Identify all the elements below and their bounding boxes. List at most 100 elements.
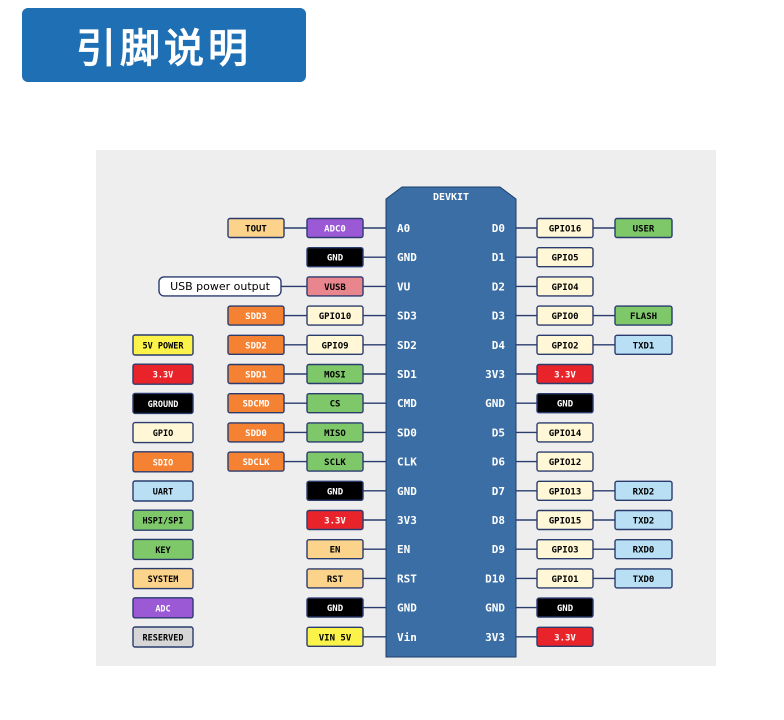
legend-item: GPIO [132,421,194,444]
left-pin-box-label: GND [327,254,344,264]
legend-item: 3.3V [132,363,194,385]
left-pin-label: SD1 [397,368,417,381]
left-alt-box-rect [227,451,285,472]
legend-item-rect [132,597,194,619]
left-alt-box-rect [227,393,285,414]
right-pin-box: GPIO2 [536,334,594,355]
legend-item: RESERVED [132,626,194,648]
right-pin-box-label: GPIO5 [551,254,578,264]
left-pin-box: GPIO9 [306,334,364,355]
left-alt-box-label: SDD1 [245,371,267,381]
left-pin-box: GND [306,246,364,268]
legend-item-label: SDIO [153,458,173,468]
right-alt-box-label: RXD2 [633,487,655,497]
page-title: 引脚说明 [22,8,306,82]
legend-item-label: 5V POWER [143,342,185,352]
right-alt-box-rect [614,305,673,326]
legend-item-label: SYSTEM [148,575,179,585]
left-pin-box: EN [306,539,364,560]
right-pin-box-rect [536,597,594,618]
legend-item-rect [132,509,194,531]
right-pin-label: GND [485,602,505,615]
legend-item: ADC [132,597,194,619]
left-pin-box-label: VUSB [324,283,346,293]
left-alt-box-label: SDD2 [245,341,267,351]
left-pin-box-rect [306,509,364,531]
legend-item-rect [132,392,194,415]
legend-item-rect [132,363,194,385]
legend-item-rect [132,451,194,473]
left-alt-box: SDCLK [227,451,285,472]
left-pin-box-label: GND [327,604,344,614]
left-pin-box: RST [306,568,364,589]
left-pin-box: CS [306,393,364,414]
left-pin-label: EN [397,543,410,556]
left-pin-box-label: CS [330,400,341,410]
right-alt-box-rect [614,568,673,589]
right-pin-label: D4 [492,339,506,352]
right-alt-box: USER [614,217,673,239]
left-alt-box: SDD2 [227,334,285,355]
right-pin-box: 3.3V [536,626,594,647]
right-pin-box-label: GPIO2 [551,341,578,351]
right-pin-box-label: GPIO1 [551,575,578,585]
usb-power-note-label: USB power output [170,280,271,293]
legend-item-rect [132,421,194,444]
right-pin-box-label: 3.3V [554,633,576,643]
right-pin-box: GPIO0 [536,305,594,326]
left-alt-box-rect [227,305,285,326]
right-pin-label: D5 [492,426,505,439]
left-pin-box-rect [306,568,364,589]
legend-item-label: GROUND [148,400,179,410]
right-pin-box: GPIO16 [536,217,594,239]
right-alt-box: TXD1 [614,334,673,355]
right-pin-box: GPIO15 [536,509,594,531]
left-alt-box-label: TOUT [245,225,267,235]
left-pin-box: GND [306,597,364,618]
left-pin-label: VU [397,280,411,293]
right-alt-box-label: TXD0 [633,575,655,585]
right-pin-box-label: GND [557,604,574,614]
right-pin-label: D0 [492,222,505,235]
legend-item-rect [132,334,194,356]
left-pin-box-label: SCLK [324,458,346,468]
right-pin-label: D7 [492,485,505,498]
usb-power-note: USB power output [158,276,282,297]
right-pin-box: GND [536,393,594,414]
right-pin-box-rect [536,451,594,472]
right-pin-box-label: GND [557,400,574,410]
legend-item-rect [132,626,194,648]
right-pin-box: GPIO14 [536,422,594,443]
left-pin-label: CMD [397,397,417,410]
legend-item: KEY [132,538,194,561]
right-pin-box: GPIO12 [536,451,594,472]
right-pin-box-label: GPIO12 [549,458,582,468]
left-alt-box: SDD1 [227,363,285,385]
legend-item-label: 3.3V [153,371,173,381]
left-pin-box: VIN 5V [306,626,364,647]
right-alt-box: RXD2 [614,480,673,501]
legend-item: SYSTEM [132,567,194,590]
legend-item-label: UART [153,488,173,498]
right-pin-box: 3.3V [536,363,594,385]
right-alt-box-rect [614,217,673,239]
left-pin-box: ADC0 [306,217,364,239]
right-alt-box-label: TXD1 [633,341,655,351]
left-pin-box: GND [306,480,364,501]
left-pin-box-label: ADC0 [324,225,346,235]
left-pin-box: MOSI [306,363,364,385]
left-pin-box-label: RST [327,575,344,585]
left-pin-box: GPIO10 [306,305,364,326]
left-pin-box: VUSB [306,276,364,297]
right-pin-box-rect [536,626,594,647]
right-pin-box: GPIO5 [536,246,594,268]
right-pin-box-rect [536,363,594,385]
left-pin-label: GND [397,602,417,615]
left-pin-box-label: GPIO10 [319,312,352,322]
right-pin-box: GPIO1 [536,568,594,589]
usb-power-note-rect [158,276,282,297]
left-pin-label: SD2 [397,339,417,352]
legend-item-rect [132,480,194,502]
right-pin-box-rect [536,422,594,443]
right-pin-label: D1 [492,251,506,264]
